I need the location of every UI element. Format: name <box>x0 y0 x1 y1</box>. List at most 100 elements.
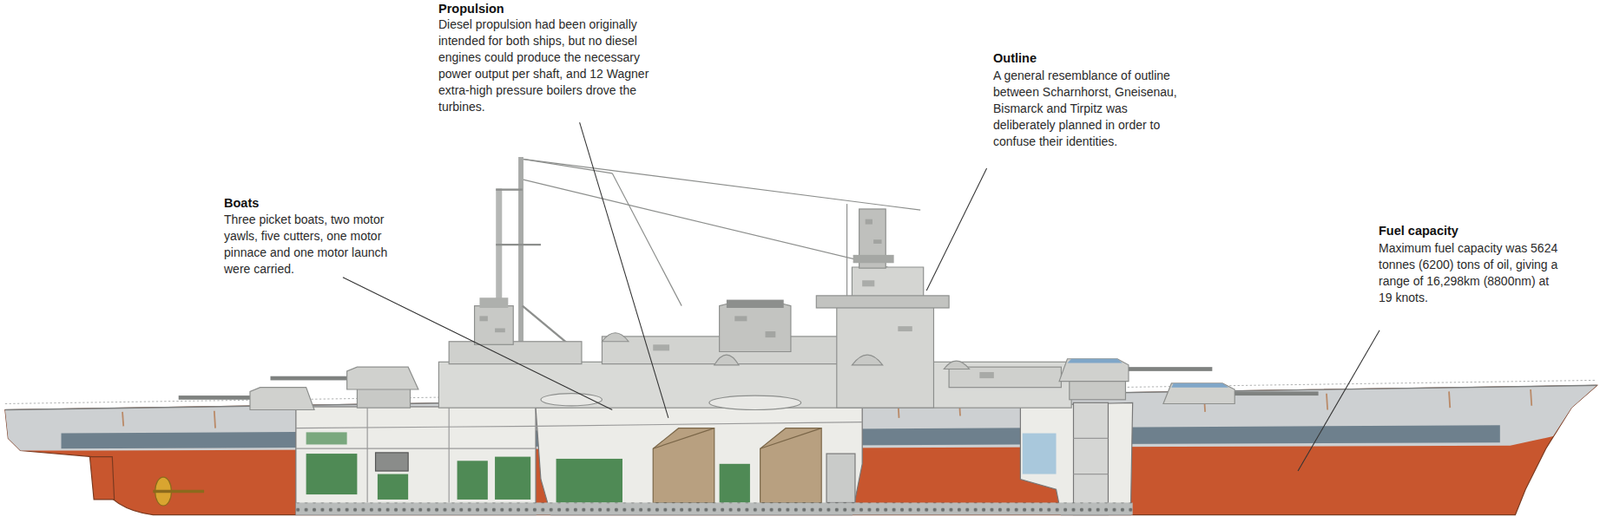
camo-patch <box>479 316 488 322</box>
wire <box>522 179 889 268</box>
boiler-cutaway <box>535 402 863 515</box>
machinery <box>377 474 409 501</box>
deck <box>296 426 536 428</box>
rust <box>1448 391 1450 409</box>
uptake <box>652 428 715 450</box>
compartment <box>535 402 863 515</box>
funnel <box>719 301 791 353</box>
callout-text: Diesel propulsion had been originally in… <box>438 16 658 116</box>
crosstree <box>495 188 523 191</box>
auxiliary <box>826 454 856 503</box>
leader-line <box>342 277 613 411</box>
double-bottom <box>296 502 1133 515</box>
derrick <box>522 306 572 348</box>
boat <box>540 394 603 407</box>
turret <box>250 388 315 411</box>
leader-lines <box>342 122 1380 472</box>
secondary-turret <box>601 333 629 343</box>
callout-text: A general resemblance of outline between… <box>993 67 1180 151</box>
hoist-deck <box>1073 438 1109 440</box>
rust <box>1530 389 1532 407</box>
aft-house <box>448 342 582 365</box>
camo-patch <box>873 239 882 244</box>
rangefinder <box>479 297 508 309</box>
barbette <box>1069 379 1126 401</box>
bulkhead <box>367 407 369 503</box>
leader-line <box>1297 330 1380 472</box>
machinery <box>457 460 488 501</box>
turret <box>347 367 419 390</box>
turret-roof <box>1066 359 1122 364</box>
bulkhead <box>448 407 450 503</box>
gun-barrel <box>1128 367 1212 372</box>
wire <box>522 158 613 173</box>
callout-text: Maximum fuel capacity was 5624 tonnes (6… <box>1378 240 1561 307</box>
rust <box>214 411 216 429</box>
camo-patch <box>765 331 777 338</box>
camouflage <box>479 219 994 379</box>
boat <box>709 395 802 410</box>
wire <box>612 173 682 307</box>
callout-text: Three picket boats, two motor yawls, fiv… <box>223 211 402 278</box>
leader-line <box>926 168 987 291</box>
rust <box>1326 394 1328 411</box>
turbine <box>719 464 751 504</box>
turret <box>1059 359 1129 382</box>
boiler <box>652 428 715 504</box>
gun-barrel <box>1234 391 1318 396</box>
rust <box>122 412 124 427</box>
camo-patch <box>494 328 506 333</box>
camo-patch <box>862 280 875 287</box>
callout-heading: Boats <box>223 195 402 212</box>
gun-barrel <box>178 395 253 401</box>
funnel-cap <box>726 300 784 309</box>
barbette <box>1073 402 1109 515</box>
forward-house <box>948 367 1061 389</box>
deck <box>296 448 536 450</box>
forward-tower <box>836 267 935 409</box>
rangefinder <box>853 255 895 264</box>
turret-roof <box>1171 383 1229 389</box>
machinery <box>306 454 358 495</box>
secondary-turret <box>851 355 883 366</box>
camo-patch <box>865 219 873 225</box>
secondary-turret <box>714 355 739 366</box>
wire <box>846 204 848 307</box>
camo-patch <box>734 316 747 322</box>
callout-heading: Outline <box>993 50 1180 67</box>
secondary-turret <box>943 361 969 369</box>
aft-machinery-cutaway <box>296 407 536 516</box>
superstructure <box>438 209 1072 411</box>
bridge <box>816 296 949 309</box>
main-turrets <box>178 359 1319 411</box>
leader-line <box>579 122 669 419</box>
rudder <box>89 457 114 501</box>
compartment <box>296 407 536 516</box>
uptake <box>760 428 823 450</box>
camo-patch <box>979 372 994 379</box>
compartment <box>1020 402 1133 515</box>
shaft <box>152 490 205 494</box>
camo-patch <box>897 326 912 332</box>
mast <box>518 157 524 362</box>
deck <box>535 422 863 428</box>
forward-cutaway <box>1020 402 1133 515</box>
turbine <box>556 459 623 504</box>
hoist-deck <box>1073 474 1109 475</box>
aft-control-tower <box>474 306 514 346</box>
machinery <box>494 457 531 501</box>
boiler <box>760 428 823 504</box>
magazine <box>1022 434 1057 475</box>
machinery <box>375 453 409 472</box>
turret <box>1163 383 1235 405</box>
wire <box>522 158 921 211</box>
machinery <box>306 432 348 445</box>
crosstree <box>495 243 541 246</box>
barbette <box>356 388 410 409</box>
callout-heading: Propulsion <box>438 0 665 18</box>
gun-barrel <box>269 376 350 382</box>
callout-heading: Fuel capacity <box>1378 223 1566 240</box>
camo-patch <box>652 344 670 351</box>
